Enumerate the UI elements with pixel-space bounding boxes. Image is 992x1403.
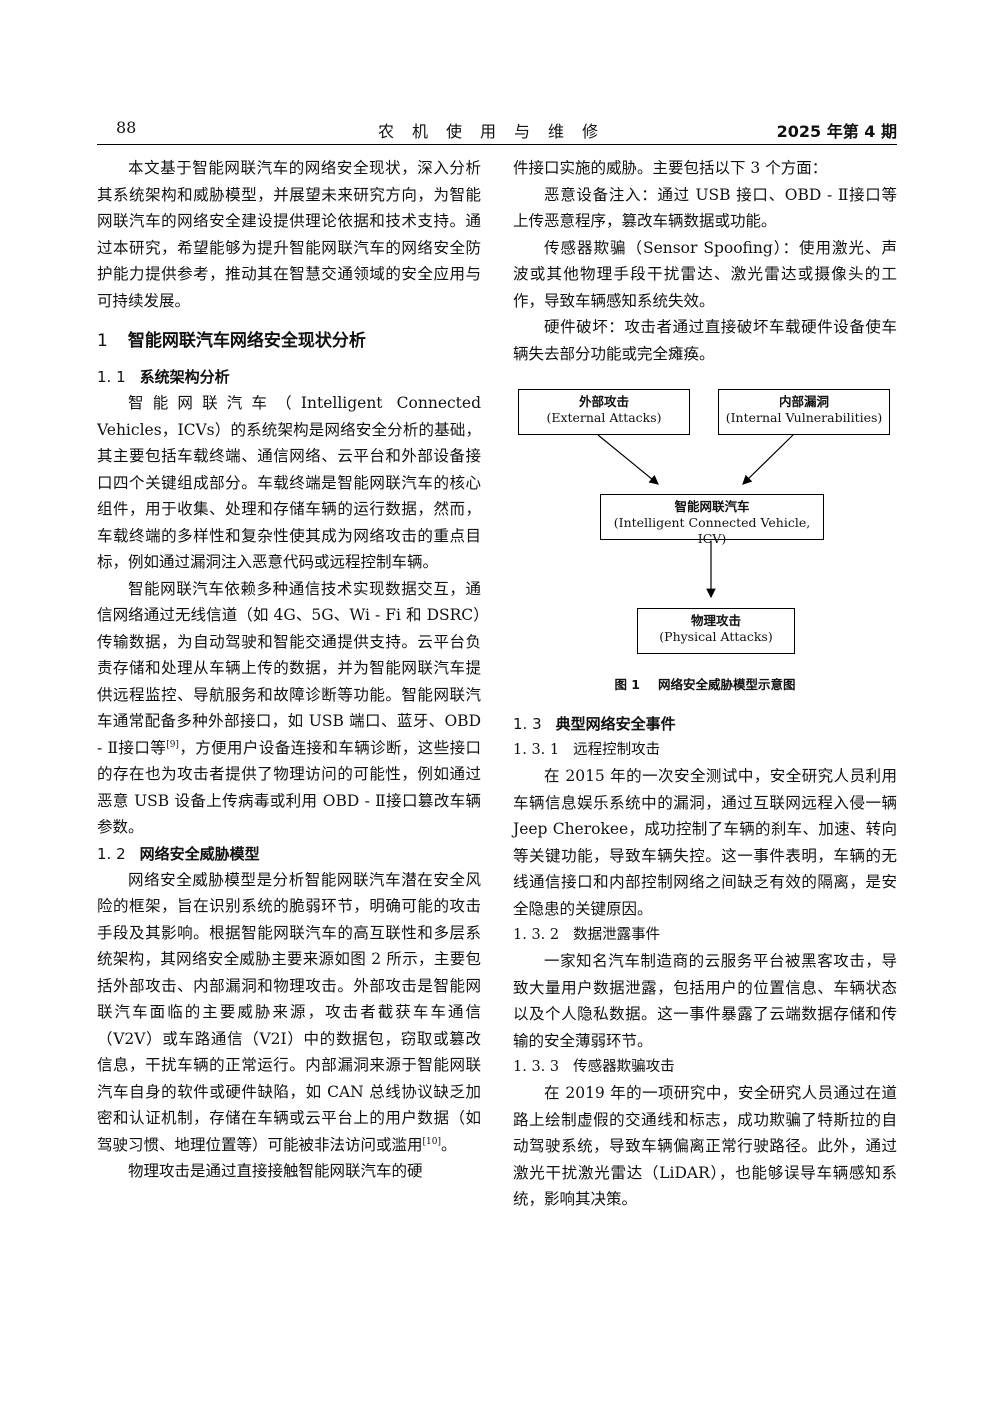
section-number: 1. 3. 3: [513, 1059, 560, 1075]
section-number: 1. 3. 1: [513, 742, 560, 758]
paragraph: 件接口实施的威胁。主要包括以下 3 个方面：: [513, 159, 828, 177]
section-title: 典型网络安全事件: [555, 715, 676, 733]
paragraph-text: 网络安全威胁模型是分析智能网联汽车潜在安全风险的框架，旨在识别系统的脆弱环节，明…: [97, 870, 481, 1154]
paragraph: 硬件破坏：攻击者通过直接破坏车载硬件设备使车辆失去部分功能或完全瘫痪。: [513, 318, 897, 363]
header-rule: [97, 144, 897, 145]
figure-caption-text: 网络安全威胁模型示意图: [658, 677, 796, 692]
right-column: 件接口实施的威胁。主要包括以下 3 个方面： 恶意设备注入：通过 USB 接口、…: [513, 155, 897, 1213]
paragraph: 恶意设备注入：通过 USB 接口、OBD - Ⅱ接口等上传恶意程序，篡改车辆数据…: [513, 185, 897, 231]
box-label-en: (Physical Attacks): [659, 629, 773, 644]
paragraph: 在 2015 年的一次安全测试中，安全研究人员利用车辆信息娱乐系统中的漏洞，通过…: [513, 767, 897, 918]
arrow-external-to-icv: [597, 434, 659, 485]
box-label-en: (External Attacks): [546, 410, 662, 425]
figure-arrows: [597, 434, 794, 599]
section-1-3-2-heading: 1. 3. 2 数据泄露事件: [513, 922, 897, 948]
threat-model-figure: 外部攻击 (External Attacks) 内部漏洞 (Internal V…: [513, 389, 897, 711]
section-title: 远程控制攻击: [573, 742, 661, 758]
section-number: 1. 3. 2: [513, 927, 560, 943]
citation: [9]: [166, 739, 179, 750]
box-label-zh: 智能网联汽车: [674, 499, 750, 514]
section-title: 数据泄露事件: [573, 927, 661, 943]
paragraph: 智能网联汽车（Intelligent Connected Vehicles，IC…: [97, 394, 481, 571]
box-label-zh: 外部攻击: [578, 394, 629, 409]
page-number: 88: [116, 118, 137, 137]
external-attacks-box: 外部攻击 (External Attacks): [518, 389, 690, 435]
paragraph: 传感器欺骗（Sensor Spoofing）：使用激光、声波或其他物理手段干扰雷…: [513, 238, 897, 310]
physical-attacks-box: 物理攻击 (Physical Attacks): [637, 608, 795, 654]
paragraph: 一家知名汽车制造商的云服务平台被黑客攻击，导致大量用户数据泄露，包括用户的位置信…: [513, 952, 897, 1050]
box-label-en: (Internal Vulnerabilities): [725, 410, 883, 425]
section-number: 1: [97, 331, 108, 351]
citation: [10]: [422, 1136, 441, 1147]
box-label-zh: 物理攻击: [690, 613, 741, 628]
box-label-en: (Intelligent Connected Vehicle, ICV): [613, 515, 811, 546]
paragraph-text: 智能网联汽车依赖多种通信技术实现数据交互，通信网络通过无线信道（如 4G、5G、…: [97, 579, 481, 757]
section-number: 1. 3: [513, 715, 542, 733]
arrow-internal-to-icv: [742, 434, 794, 485]
paragraph: 网络安全威胁模型是分析智能网联汽车潜在安全风险的框架，旨在识别系统的脆弱环节，明…: [97, 867, 481, 1159]
intro-paragraph: 本文基于智能网联汽车的网络安全现状，深入分析其系统架构和威胁模型，并展望未来研究…: [97, 159, 481, 310]
section-1-1-heading: 1. 1 系统架构分析: [97, 364, 481, 390]
paragraph: 在 2019 年的一项研究中，安全研究人员通过在道路上绘制虚假的交通线和标志，成…: [513, 1084, 897, 1208]
paragraph: 智能网联汽车依赖多种通信技术实现数据交互，通信网络通过无线信道（如 4G、5G、…: [97, 576, 481, 841]
issue-label: 2025 年第 4 期: [776, 122, 897, 141]
section-number: 1. 1: [97, 368, 126, 386]
internal-vulnerabilities-box: 内部漏洞 (Internal Vulnerabilities): [718, 389, 890, 435]
section-1-heading: 1 智能网联汽车网络安全现状分析: [97, 328, 481, 354]
figure-number: 图 1: [614, 677, 641, 692]
figure-caption: 图 1 网络安全威胁模型示意图: [513, 674, 897, 693]
icv-box: 智能网联汽车 (Intelligent Connected Vehicle, I…: [600, 494, 824, 546]
section-title: 网络安全威胁模型: [139, 844, 260, 863]
paragraph: 物理攻击是通过直接接触智能网联汽车的硬: [128, 1162, 423, 1180]
section-title: 传感器欺骗攻击: [573, 1059, 675, 1075]
journal-title: 农机使用与维修: [377, 122, 616, 141]
section-title: 智能网联汽车网络安全现状分析: [127, 331, 366, 351]
section-1-3-heading: 1. 3 典型网络安全事件: [513, 711, 897, 737]
page-header: 88 农机使用与维修 2025 年第 4 期: [97, 114, 897, 145]
section-1-3-3-heading: 1. 3. 3 传感器欺骗攻击: [513, 1054, 897, 1080]
section-1-2-heading: 1. 2 网络安全威胁模型: [97, 841, 481, 867]
section-number: 1. 2: [97, 844, 126, 863]
box-label-zh: 内部漏洞: [778, 394, 829, 409]
paragraph-text: 。: [441, 1135, 457, 1154]
section-title: 系统架构分析: [139, 368, 230, 386]
left-column: 本文基于智能网联汽车的网络安全现状，深入分析其系统架构和威胁模型，并展望未来研究…: [97, 155, 481, 1185]
section-1-3-1-heading: 1. 3. 1 远程控制攻击: [513, 737, 897, 763]
paragraph-text: ，方便用户设备连接和车辆诊断，这些接口的存在也为攻击者提供了物理访问的可能性，例…: [97, 738, 481, 837]
